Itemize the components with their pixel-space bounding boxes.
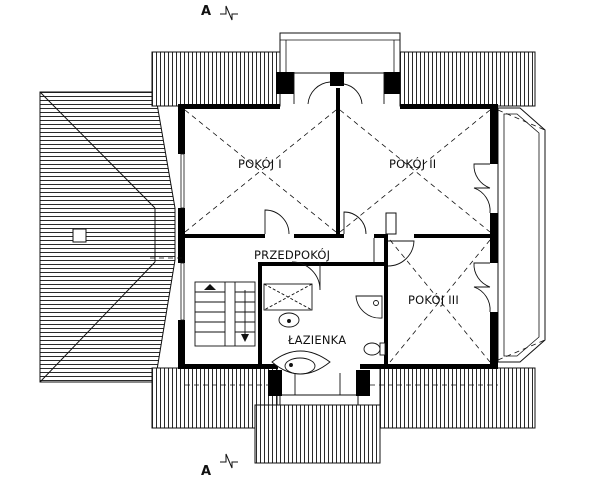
exterior-walls [178,72,498,396]
stair-arrow-up [204,284,216,290]
section-marker-top: A [201,4,238,21]
interior-walls [185,88,490,364]
toilet [363,342,381,356]
ceiling-diagonals [150,109,546,386]
chimney [72,228,87,243]
left-roof [39,91,176,383]
bottom-roof-band [151,367,536,464]
room-label-przedpokoj: PRZEDPOKÓJ [254,247,330,262]
stair-arrow-down [241,334,249,342]
bathroom-fixtures [263,283,386,375]
corner-shower [355,295,383,319]
room-label-pokoj1: POKÓJ I [238,156,282,171]
section-marker-bottom: A [201,453,238,479]
section-label-top: A [201,4,211,19]
top-roof-band [151,32,536,107]
room-labels: POKÓJ I POKÓJ II PRZEDPOKÓJ POKÓJ III ŁA… [238,156,459,347]
bathtub [271,350,331,375]
room-label-pokoj3: POKÓJ III [408,292,459,307]
section-label-bottom: A [201,464,211,479]
room-label-pokoj2: POKÓJ II [389,156,436,171]
bay-window [497,107,546,363]
room-label-lazienka: ŁAZIENKA [287,333,346,347]
stairs [194,281,256,347]
doors [264,72,491,395]
